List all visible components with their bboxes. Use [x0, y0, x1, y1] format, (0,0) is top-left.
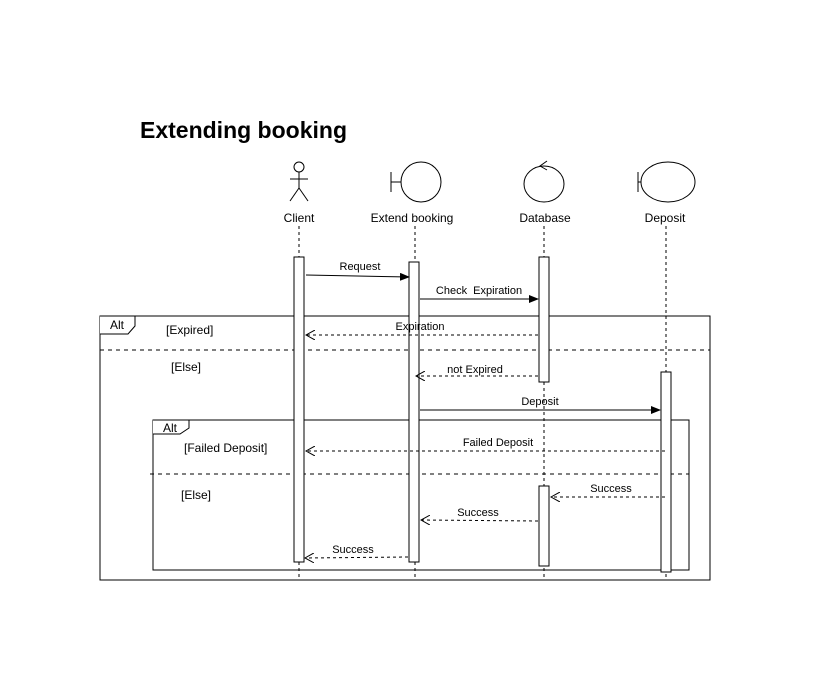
message-label: Check Expiration — [436, 285, 522, 297]
participant-label-database: Database — [519, 211, 571, 225]
message-label: Expiration — [396, 321, 445, 333]
message-label: not Expired — [447, 364, 503, 376]
control-icon — [523, 160, 565, 203]
activation-bar-client — [293, 256, 305, 563]
message-label: Success — [457, 507, 499, 519]
message-label: Success — [332, 544, 374, 556]
message-label: Deposit — [521, 396, 558, 408]
actor-icon — [289, 161, 309, 202]
message-arrow — [305, 557, 409, 558]
message-label: Request — [340, 261, 381, 273]
guard-label: [Else] — [181, 488, 211, 502]
participant-label-extend-booking: Extend booking — [371, 211, 454, 225]
message-arrow — [305, 272, 410, 281]
boundary-icon — [390, 161, 442, 203]
activation-bar-deposit — [660, 371, 672, 573]
guard-label: [Else] — [171, 360, 201, 374]
activation-bar-extend-booking — [408, 261, 420, 563]
participant-label-deposit: Deposit — [645, 211, 686, 225]
message-label: Failed Deposit — [463, 437, 533, 449]
alt-tag: Alt — [110, 318, 125, 332]
alt-tag: Alt — [163, 421, 178, 435]
guard-label: [Expired] — [166, 323, 213, 337]
participant-label-client: Client — [284, 211, 315, 225]
message-arrow — [421, 520, 539, 521]
message-label: Success — [590, 483, 632, 495]
alt-fragment-inner: Alt [Failed Deposit] [Else] — [150, 419, 690, 571]
guard-label: [Failed Deposit] — [184, 441, 267, 455]
alt-fragment-outer: Alt [Expired] [Else] — [99, 315, 711, 581]
activation-bar-database — [538, 256, 550, 383]
diagram-title: Extending booking — [140, 117, 347, 143]
boundary-icon — [637, 161, 696, 203]
activation-bar-database — [538, 485, 550, 567]
